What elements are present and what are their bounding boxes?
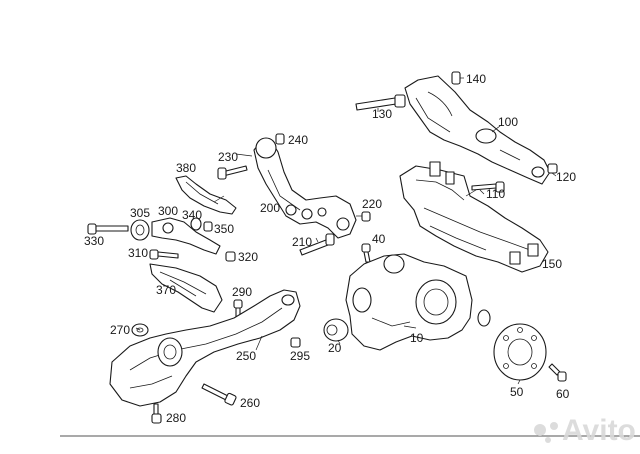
label-270: 270 <box>110 323 130 337</box>
label-20: 20 <box>328 341 342 355</box>
label-260: 260 <box>240 396 260 410</box>
label-100: 100 <box>498 115 518 129</box>
part-210-bolt <box>299 233 335 256</box>
part-100-upper-arm <box>404 75 551 185</box>
part-305-bushing <box>130 219 150 241</box>
part-260-bolt <box>201 383 237 406</box>
watermark-text: Avito <box>562 414 636 447</box>
part-120-nut <box>547 163 558 177</box>
label-310: 310 <box>128 246 148 260</box>
part-340-washer <box>190 217 202 231</box>
part-320-nut <box>225 251 236 262</box>
label-10: 10 <box>410 331 424 345</box>
label-150: 150 <box>542 257 562 271</box>
label-370: 370 <box>156 283 176 297</box>
label-130: 130 <box>372 107 392 121</box>
part-310-bolt <box>149 249 179 260</box>
part-200-arm <box>253 137 357 239</box>
part-330-bolt <box>87 223 129 235</box>
part-350-nut <box>203 221 213 232</box>
part-labels: 140 130 100 120 110 150 240 230 380 200 … <box>84 72 576 425</box>
label-140: 140 <box>466 72 486 86</box>
label-110: 110 <box>486 187 505 201</box>
label-320: 320 <box>238 250 258 264</box>
part-370-bracket <box>149 263 223 313</box>
label-300: 300 <box>158 204 178 218</box>
part-240-nut <box>275 133 285 145</box>
part-300-control-rod <box>151 217 221 255</box>
label-295: 295 <box>290 349 310 363</box>
label-350: 350 <box>214 222 234 236</box>
label-380: 380 <box>176 161 196 175</box>
label-290: 290 <box>232 285 252 299</box>
label-340: 340 <box>182 208 202 222</box>
part-130-bolt <box>355 94 406 112</box>
part-280-bolt <box>151 403 162 424</box>
avito-watermark: Avito <box>534 414 636 447</box>
part-250-lower-arm <box>109 289 301 407</box>
label-60: 60 <box>556 387 570 401</box>
part-295-nut <box>290 337 301 348</box>
leader-lines <box>135 125 521 385</box>
part-50-wheel-hub <box>477 309 547 381</box>
part-40-bolt <box>361 243 371 263</box>
label-200: 200 <box>260 201 280 215</box>
part-380-bracket <box>175 175 237 215</box>
label-40: 40 <box>372 232 386 246</box>
label-220: 220 <box>362 197 382 211</box>
label-240: 240 <box>288 133 308 147</box>
label-305: 305 <box>130 206 150 220</box>
label-50: 50 <box>510 385 524 399</box>
part-60-bolt <box>548 363 567 382</box>
label-120: 120 <box>556 170 576 184</box>
part-10-wheel-carrier <box>345 253 473 351</box>
label-230: 230 <box>218 150 238 164</box>
part-150-subframe <box>399 161 549 273</box>
part-110-bolt <box>471 181 505 195</box>
label-280: 280 <box>166 411 186 425</box>
part-220-nut <box>361 211 371 222</box>
part-20-bushing <box>323 318 349 342</box>
label-210: 210 <box>292 235 312 249</box>
part-140-bolt <box>451 71 464 85</box>
part-230-bolt <box>217 165 248 180</box>
label-330: 330 <box>84 234 104 248</box>
label-250: 250 <box>236 349 256 363</box>
